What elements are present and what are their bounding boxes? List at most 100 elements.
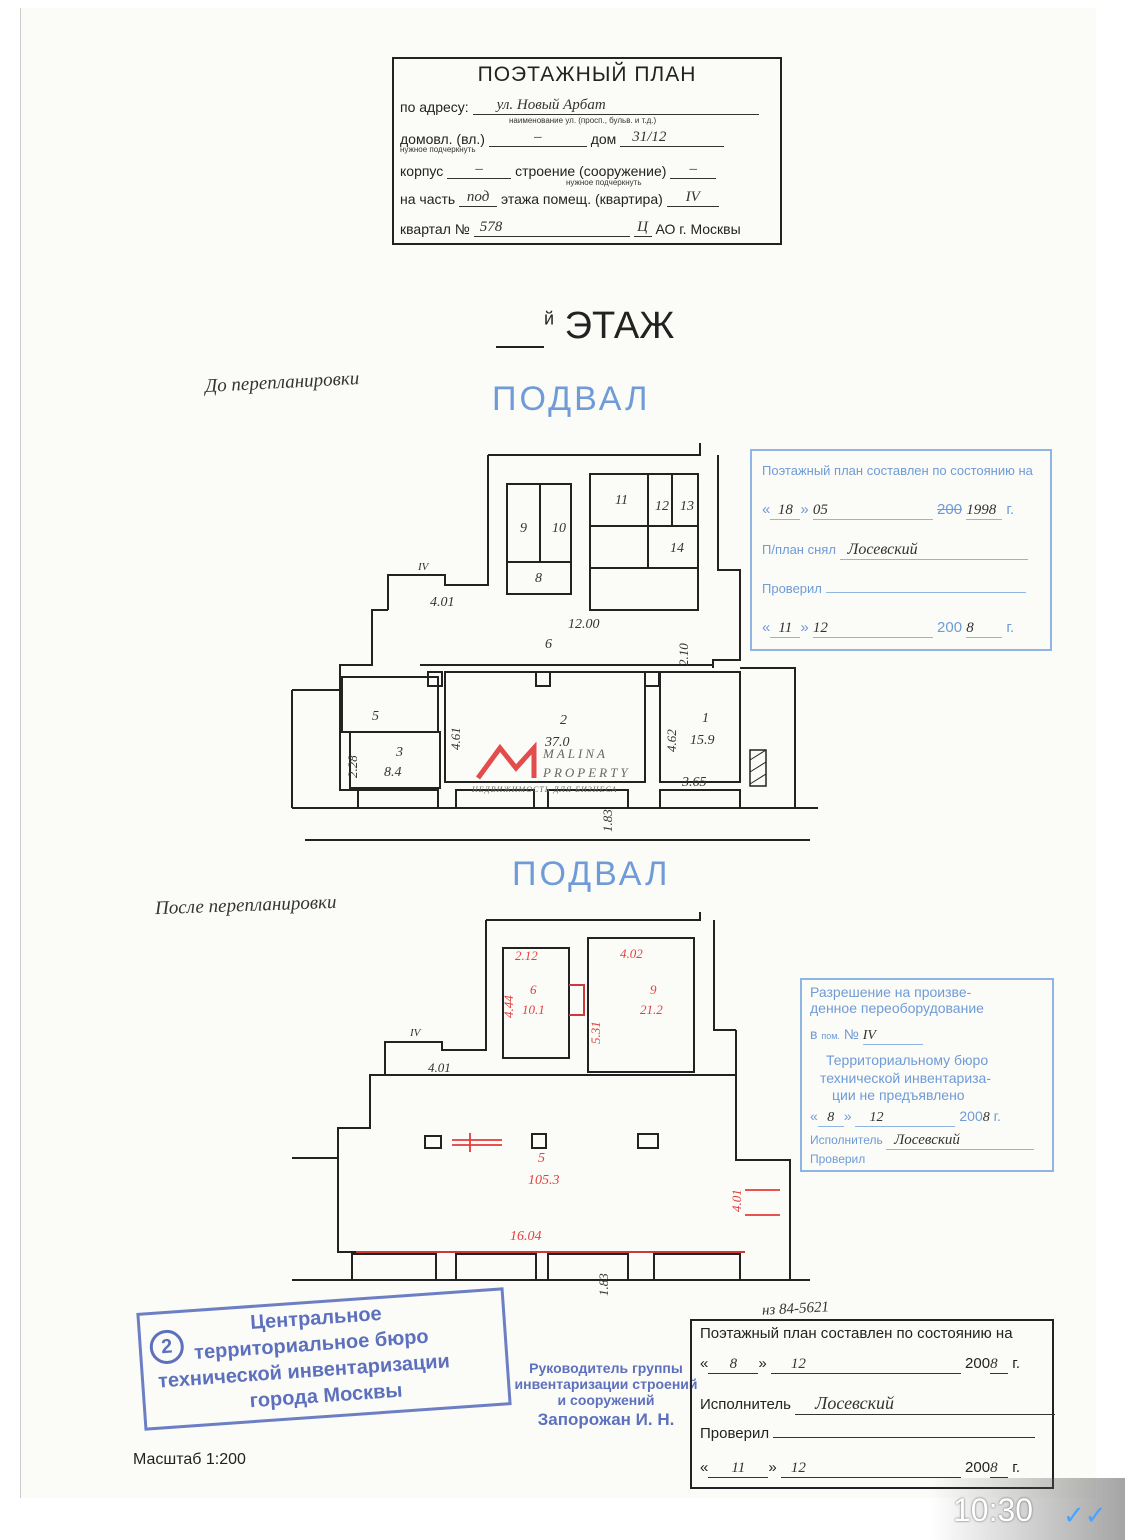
floor-heading: й ЭТАЖ (496, 305, 674, 348)
ao-value: Ц (633, 219, 652, 237)
status-overlay (930, 1478, 1125, 1540)
before-room-2: 2 (560, 713, 567, 728)
after-title: ПОДВАЛ (512, 855, 671, 893)
final-box-month1: 12 (770, 1356, 961, 1374)
floor-suffix: й (544, 308, 555, 329)
stamp-state-survey-value: Лосевский (839, 541, 1028, 560)
final-box-year2: 8 (990, 1460, 1009, 1478)
domovl-row: домовл. (вл.) – дом 31/12 (400, 129, 774, 147)
before-room-4: 5 (372, 709, 379, 724)
stamp-permit-line5: ции не предъявлено (832, 1087, 965, 1103)
stamp-state-month1: 05 (812, 502, 933, 520)
kvartal-label: квартал № (400, 221, 470, 237)
dom-value: 31/12 (620, 129, 725, 147)
final-state-box: Поэтажный план составлен по состоянию на… (690, 1319, 1056, 1489)
floor-number-blank (496, 308, 544, 348)
stamp-permit-suffix: г. (993, 1108, 1001, 1124)
before-dim-365: 3.65 (681, 775, 707, 790)
chast-value: под (459, 189, 498, 207)
stamp-permit-line4: технической инвентариза- (820, 1070, 992, 1086)
before-dim-228: 2.28 (345, 755, 360, 778)
stamp-permit-month: 12 (855, 1110, 956, 1127)
stroenie-hint: нужное подчеркнуть (566, 178, 642, 187)
after-dim-401: 4.01 (428, 1060, 451, 1075)
after-room-5-area: 105.3 (528, 1173, 560, 1188)
before-room-8: 10 (552, 521, 566, 536)
before-room-3-area: 8.4 (384, 765, 402, 780)
etazh-value: IV (666, 189, 719, 207)
signature-line1: Руководитель группы (529, 1360, 683, 1376)
final-box-day1: 8 (708, 1356, 759, 1374)
stamp-permit-line3: Территориальному бюро (826, 1052, 989, 1068)
final-box-suffix1: г. (1012, 1355, 1021, 1372)
kvartal-row: квартал № 578 Ц АО г. Москвы (400, 219, 774, 237)
address-hint: наименование ул. (просп., бульв. и т.д.) (509, 116, 657, 125)
stamp-permit-yearpre: 200 (959, 1108, 983, 1124)
after-dim-183: 1.83 (596, 1273, 611, 1296)
after-dim-401-right: 4.01 (729, 1189, 744, 1212)
stamp-permit-check-label: Проверил (810, 1152, 866, 1166)
signature-line4: Запорожан И. Н. (537, 1410, 675, 1429)
before-room-3: 3 (395, 745, 403, 760)
document-sheet (20, 8, 1096, 1498)
stamp-state-month2: 12 (812, 620, 933, 638)
signature-block: Руководитель группы инвентаризации строе… (506, 1360, 706, 1430)
stamp-state-year2: 8 (966, 620, 1003, 638)
redline-marks (356, 984, 780, 1253)
before-room-7: 9 (520, 521, 527, 536)
stamp-state-line1: Поэтажный план составлен по состоянию на (762, 463, 1033, 478)
stroenie-value: – (670, 161, 717, 179)
after-dim-1604: 16.04 (510, 1229, 542, 1244)
before-dim-183: 1.83 (600, 809, 615, 832)
scale-label: Масштаб 1:200 (133, 1451, 246, 1468)
address-row: по адресу: ул. Новый Арбат (400, 97, 774, 115)
before-dim-462: 4.62 (664, 729, 679, 752)
before-labels: 11 12 13 9 10 14 8 4.01 12.00 6 5 2 37.0… (372, 493, 715, 790)
domovl-label: домовл. (вл.) (400, 131, 485, 147)
header-box: ПОЭТАЖНЫЙ ПЛАН по адресу: ул. Новый Арба… (392, 57, 782, 245)
stamp-state-suffix2: г. (1006, 619, 1015, 636)
final-box-exec-value: Лосевский (795, 1393, 1056, 1415)
address-value: ул. Новый Арбат (472, 97, 759, 115)
final-box-yearpre2: 200 (965, 1459, 991, 1476)
final-box-yearpre1: 200 (965, 1355, 991, 1372)
final-box-year1: 8 (990, 1356, 1009, 1374)
korpus-label: корпус (400, 163, 444, 179)
before-dim-210: 2.10 (676, 643, 691, 666)
stamp-state-year1: 1998 (966, 502, 1003, 520)
before-dim-401: 4.01 (430, 595, 455, 610)
before-room-2-area: 37.0 (544, 735, 570, 750)
stamp-state-yearpre1: 200 (937, 501, 963, 518)
etazh-label: этажа помещ. (квартира) (500, 191, 663, 207)
stamp-state-day1: 18 (770, 502, 801, 520)
after-pom-iv: IV (409, 1027, 422, 1039)
stamp-bti-number: 2 (148, 1328, 185, 1366)
after-room-9-area: 21.2 (640, 1002, 663, 1017)
stamp-permit-pom-label: № (843, 1026, 859, 1042)
final-box-day2: 11 (708, 1460, 769, 1478)
korpus-value: – (447, 161, 512, 179)
stamp-permit-pom-prefix: в (810, 1026, 818, 1042)
after-dim-444: 4.44 (501, 995, 516, 1018)
before-room-12: 14 (670, 541, 684, 556)
stamp-permit-pom-value: IV (862, 1028, 923, 1045)
stamp-state-suffix1: г. (1006, 501, 1015, 518)
before-room-11: 13 (680, 499, 694, 514)
before-room-10: 12 (655, 499, 669, 514)
reference-number: нз 84-5621 (761, 1299, 830, 1319)
stamp-state: Поэтажный план составлен по состоянию на… (750, 449, 1052, 651)
final-box-exec-label: Исполнитель (700, 1396, 791, 1413)
after-room-5: 5 (538, 1151, 545, 1166)
domovl-value: – (488, 129, 587, 147)
stamp-state-day2: 11 (770, 620, 801, 638)
watermark-text: MALINA PROPERTY НЕДВИЖИМОСТЬ ДЛЯ БИЗНЕСА (471, 746, 631, 794)
after-dim-402: 4.02 (620, 946, 643, 961)
after-room-9: 9 (650, 982, 657, 997)
stamp-permit-pom-hint: пом. (821, 1031, 840, 1041)
stamp-permit-day: 8 (817, 1110, 844, 1127)
final-box-suffix2: г. (1012, 1459, 1021, 1476)
stamp-state-yearpre2: 200 (937, 619, 963, 636)
stamp-permit-line1: Разрешение на произве- (810, 984, 972, 1000)
watermark-line2: PROPERTY (542, 765, 631, 780)
